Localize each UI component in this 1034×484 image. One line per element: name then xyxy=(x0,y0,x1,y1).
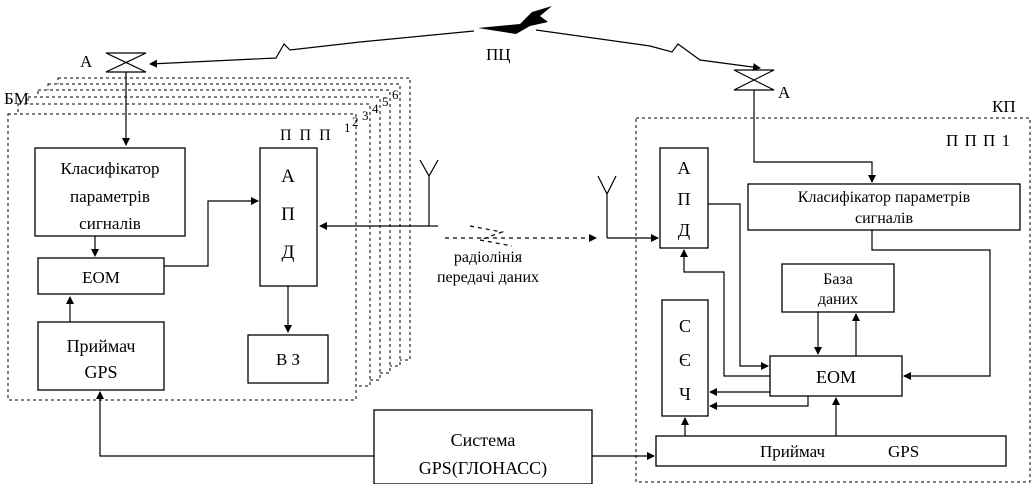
station-index-4: 4 xyxy=(372,101,379,116)
gps-receiver-left-line1: Приймач xyxy=(67,336,136,356)
database-line2: даних xyxy=(818,291,858,308)
radio-antenna-left-icon xyxy=(420,160,438,226)
classifier-right-line1: Класифікатор параметрів xyxy=(798,189,971,206)
station-index-5: 5 xyxy=(382,94,389,109)
command-post-label: КП xyxy=(992,97,1016,116)
apd-right-letter-a: А xyxy=(678,158,691,178)
antenna-left-icon xyxy=(106,53,146,72)
radio-link-label-line1: радіолінія xyxy=(454,249,523,266)
classifier-right-line2: сигналів xyxy=(855,210,913,227)
vz-label: В З xyxy=(276,350,300,369)
gps-receiver-right xyxy=(656,436,1006,466)
computer-right-label: ЕОМ xyxy=(816,367,856,387)
station-index-6: 6 xyxy=(392,87,399,102)
gps-receiver-right-label: Приймач xyxy=(760,442,825,461)
radio-link-label-line2: передачі даних xyxy=(437,269,539,286)
computer-left-label: ЕОМ xyxy=(82,268,120,287)
apd-left-letter-p: П xyxy=(281,204,295,225)
radio-link-right-icon xyxy=(536,30,760,68)
gps-receiver-left-line2: GPS xyxy=(84,362,117,382)
sech-letter-ch: Ч xyxy=(679,384,691,404)
classifier-left-line1: Класифікатор xyxy=(60,159,159,178)
aircraft-icon xyxy=(478,6,552,34)
radio-link-left-icon xyxy=(150,31,474,64)
gps-system-line1: Система xyxy=(451,430,516,450)
gps-receiver-right-suffix: GPS xyxy=(888,442,919,461)
classifier-left-line2: параметрів xyxy=(70,187,150,206)
station-index-3: 3 xyxy=(362,108,369,123)
radio-antenna-right-icon xyxy=(598,176,616,238)
antenna-left-label: А xyxy=(80,52,93,71)
ppp-right-label: П П П 1 xyxy=(946,131,1011,150)
aircraft-label: ПЦ xyxy=(486,45,511,64)
apd-left-letter-a: А xyxy=(281,166,295,187)
antenna-right-icon xyxy=(734,70,774,90)
radio-link-dashed-icon xyxy=(445,226,596,246)
apd-right-letter-p: П xyxy=(678,189,691,209)
sech-letter-ye: Є xyxy=(679,350,691,370)
database-line1: База xyxy=(823,271,853,288)
station-index-2: 2 xyxy=(352,114,359,129)
antenna-right-label: А xyxy=(778,83,791,102)
apd-left-letter-d: Д xyxy=(282,242,295,263)
station-index-1: 1 xyxy=(344,120,351,135)
classifier-left-line3: сигналів xyxy=(79,214,141,233)
apd-right-letter-d: Д xyxy=(678,220,690,240)
gps-system-line2: GPS(ГЛОНАСС) xyxy=(419,458,547,479)
station-label: БМ xyxy=(4,89,29,108)
sech-letter-s: С xyxy=(679,316,691,336)
ppp-left-label: П П П xyxy=(280,127,333,144)
